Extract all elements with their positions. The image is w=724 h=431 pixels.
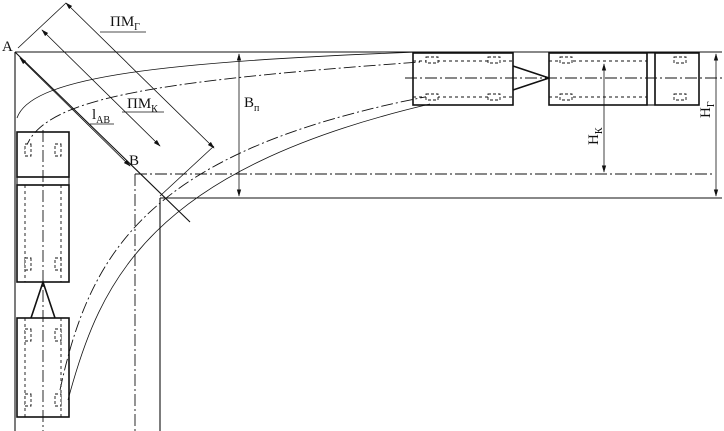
labels: A B ПМГ ПМК lАВ Вп НК НГ bbox=[2, 14, 717, 169]
label-l-ab: lАВ bbox=[92, 107, 110, 126]
trailer-rear-body-horizontal bbox=[654, 52, 700, 106]
wheel-icon bbox=[54, 393, 62, 407]
label-point-a: A bbox=[2, 39, 13, 55]
label-pm-k: ПМК bbox=[127, 96, 158, 115]
wheel-icon bbox=[559, 93, 573, 101]
label-h-k-main: Н bbox=[586, 134, 602, 145]
wheel-icon bbox=[559, 56, 573, 64]
label-pm-g-main: ПМ bbox=[110, 14, 134, 30]
label-b-p-main: В bbox=[244, 95, 254, 111]
wheel-icon bbox=[24, 393, 32, 407]
wheel-icon bbox=[487, 56, 501, 64]
label-h-g-main: Н bbox=[698, 107, 714, 118]
wheel-icon bbox=[24, 328, 32, 342]
trailer-coupling-block bbox=[646, 52, 656, 106]
label-pm-g-sub: Г bbox=[134, 22, 140, 33]
pm-g-extension-right bbox=[159, 145, 215, 197]
outer-dashdot-curve bbox=[24, 61, 421, 151]
l-ab-dimension-line bbox=[19, 57, 131, 167]
tractor-body-horizontal bbox=[412, 52, 514, 106]
outer-swept-curve bbox=[16, 51, 421, 119]
diagonal-dimensions bbox=[14, 2, 215, 223]
wheel-icon bbox=[425, 56, 439, 64]
label-point-b: B bbox=[129, 153, 139, 169]
horizontal-road-train bbox=[412, 52, 700, 106]
label-h-g-sub: Г bbox=[706, 101, 717, 107]
inner-dashdot-curve bbox=[59, 95, 431, 391]
tractor-body-vertical bbox=[16, 317, 70, 418]
drawbar-vertical bbox=[30, 279, 56, 319]
wheel-icon bbox=[673, 93, 687, 101]
vertical-road-train bbox=[16, 131, 70, 418]
inner-swept-curve bbox=[67, 103, 431, 401]
wheel-icon bbox=[24, 257, 32, 271]
label-pm-g: ПМГ bbox=[110, 14, 140, 33]
label-b-p: Вп bbox=[244, 95, 260, 114]
wheel-icon bbox=[673, 56, 687, 64]
label-b-p-sub: п bbox=[254, 103, 260, 114]
swept-path-curves bbox=[16, 51, 431, 401]
label-h-k-sub: К bbox=[594, 127, 605, 134]
label-l-ab-main: l bbox=[92, 107, 96, 123]
wheel-icon bbox=[487, 93, 501, 101]
wheel-icon bbox=[54, 257, 62, 271]
label-h-k: НК bbox=[586, 127, 605, 145]
wheel-icon bbox=[24, 143, 32, 157]
wheel-icon bbox=[425, 93, 439, 101]
pm-g-extension-left bbox=[17, 2, 67, 49]
road-edges bbox=[14, 51, 722, 431]
label-pm-k-sub: К bbox=[151, 104, 158, 115]
wheel-icon bbox=[54, 328, 62, 342]
vertical-dimensions bbox=[236, 53, 719, 197]
label-pm-k-main: ПМ bbox=[127, 96, 151, 112]
label-l-ab-sub: АВ bbox=[96, 115, 110, 126]
wheel-icon bbox=[54, 143, 62, 157]
label-h-g: НГ bbox=[698, 101, 717, 118]
